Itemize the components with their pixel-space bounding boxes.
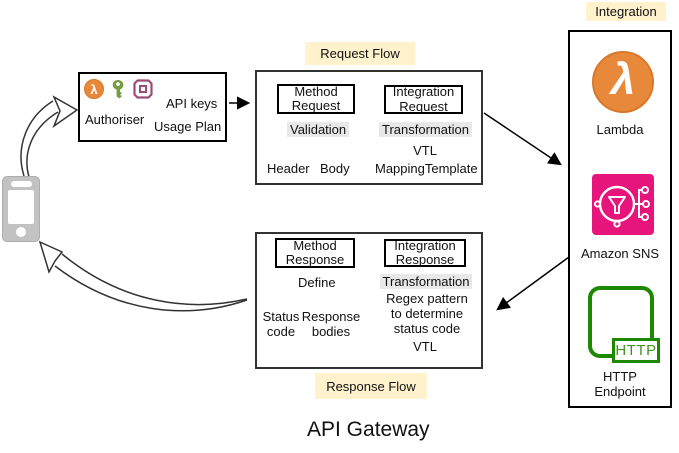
header-label: Header bbox=[267, 161, 310, 176]
request-flow-box: Method Request Integration Request Valid… bbox=[255, 70, 483, 185]
usage-plan-label: Usage Plan bbox=[154, 119, 222, 134]
vtl-response-label: VTL bbox=[413, 339, 437, 354]
method-request-box: Method Request bbox=[277, 84, 355, 114]
integration-label: Integration bbox=[586, 2, 666, 21]
validation-label: Validation bbox=[287, 122, 350, 137]
regex-note-label: Regex pattern to determine status code bbox=[386, 291, 468, 336]
phone-home-button bbox=[16, 227, 26, 237]
response-flow-label: Response Flow bbox=[315, 373, 427, 399]
phone-to-authoriser-arrow bbox=[20, 95, 79, 178]
authoriser-box: λ Authoriser API keys Usage Plan bbox=[78, 72, 227, 142]
vtl-request-label: VTL bbox=[413, 143, 437, 158]
transformation-request-label: Transformation bbox=[379, 122, 472, 137]
mapping-template-label: MappingTemplate bbox=[375, 161, 478, 176]
integration-request-box: Integration Request bbox=[384, 85, 463, 114]
mobile-device-icon bbox=[2, 176, 40, 242]
http-badge: HTTP bbox=[612, 338, 660, 363]
authoriser-label: Authoriser bbox=[85, 112, 145, 127]
lambda-label: Lambda bbox=[596, 122, 644, 137]
http-endpoint-icon: HTTP bbox=[588, 286, 660, 366]
sns-label: Amazon SNS bbox=[580, 246, 660, 261]
cognito-icon bbox=[133, 79, 153, 99]
body-label: Body bbox=[320, 161, 350, 176]
diagram-title: API Gateway bbox=[307, 418, 430, 441]
sns-icon bbox=[592, 174, 654, 235]
integration-to-response-arrow bbox=[496, 256, 570, 311]
http-endpoint-label: HTTP Endpoint bbox=[594, 369, 646, 399]
integration-response-box: Integration Response bbox=[384, 238, 466, 267]
define-label: Define bbox=[298, 275, 336, 290]
lambda-icon: λ bbox=[84, 79, 104, 99]
response-flow-box: Method Response Integration Response Def… bbox=[255, 232, 483, 369]
integration-column: λ Lambda Amazon SNS HTTP HTTP Endpoint bbox=[568, 30, 672, 408]
key-icon bbox=[112, 80, 124, 99]
response-to-phone-arrow bbox=[38, 240, 248, 312]
request-flow-label: Request Flow bbox=[305, 42, 415, 65]
method-response-box: Method Response bbox=[275, 238, 355, 268]
lambda-glyph: λ bbox=[610, 55, 636, 104]
response-bodies-label: Response bodies bbox=[301, 309, 361, 339]
sns-fanout-glyph bbox=[593, 185, 650, 228]
phone-speaker bbox=[11, 181, 32, 187]
api-keys-label: API keys bbox=[166, 96, 218, 111]
lambda-glyph: λ bbox=[90, 81, 98, 97]
transformation-response-label: Transformation bbox=[379, 274, 473, 289]
request-to-integration-arrow bbox=[483, 112, 562, 166]
authoriser-icons: λ bbox=[84, 78, 154, 100]
status-code-label: Status code bbox=[262, 309, 300, 339]
lambda-icon-large: λ bbox=[592, 51, 654, 113]
phone-screen bbox=[8, 190, 34, 224]
